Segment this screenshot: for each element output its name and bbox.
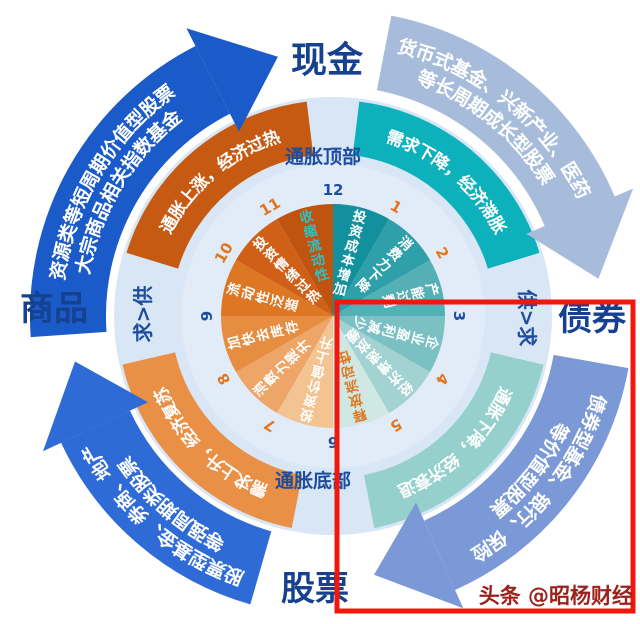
arrow-bond-to-stock (423, 354, 629, 591)
phase-band-recovery (122, 351, 303, 529)
clock-number: 9 (198, 311, 216, 321)
arrowhead-stock-to-commodity (43, 361, 149, 452)
arrowhead-commodity-to-cash (186, 28, 278, 132)
arrow-cash-to-bond (376, 15, 615, 227)
supply-gt-demand-label: 供>求 (515, 289, 539, 348)
arrow-stock-to-commodity (61, 409, 272, 605)
inflation-top-label: 通胀顶部 (285, 145, 361, 168)
wheel-segment (236, 219, 333, 316)
clock-number: 12 (323, 181, 344, 199)
arrowhead-bond-to-stock (374, 502, 464, 609)
clock-number: 3 (450, 311, 468, 321)
wheel-segment (221, 260, 333, 316)
clock-number: 6 (328, 433, 338, 451)
asset-label-bond: 债券 (558, 299, 627, 339)
phase-band-stagflation (352, 101, 540, 270)
phase-band-recession (363, 351, 544, 529)
wheel-segment-label: 加快去库存 (225, 318, 302, 352)
wheel-segment (333, 204, 389, 316)
arrowhead-cash-to-bond (526, 188, 634, 279)
inflation-bottom-label: 通胀底部 (275, 469, 351, 492)
phase-band-overheat (126, 101, 314, 270)
wheel-segment (333, 219, 430, 316)
asset-label-commodity: 商品 (20, 289, 88, 329)
wheel-segment (221, 316, 333, 372)
wheel-segment-label: 投资价值上升 (298, 332, 335, 424)
wheel-segment-label: 流动性泛滥 (224, 280, 302, 313)
asset-label-cash: 现金 (291, 39, 364, 81)
wheel-segment (333, 316, 430, 413)
watermark: 头条 @昭杨财经 (479, 584, 633, 608)
demand-gt-supply-label: 求>供 (131, 286, 155, 343)
wheel-segment (236, 316, 333, 413)
wheel-segment-label: 企业盈利减少 (349, 313, 442, 351)
wheel-segment-label: 投资成本增加 (330, 208, 368, 300)
wheel-segment (277, 204, 333, 316)
wheel-segment-label: 释放流动性 (335, 347, 369, 425)
arrow-commodity-to-cash (30, 46, 231, 338)
highlight-box (334, 299, 636, 614)
wheel-segment (277, 316, 333, 428)
wheel-segment (333, 316, 389, 428)
wheel-segment-label: 收缩流动性 (298, 207, 331, 285)
wheel-segment (333, 316, 445, 372)
